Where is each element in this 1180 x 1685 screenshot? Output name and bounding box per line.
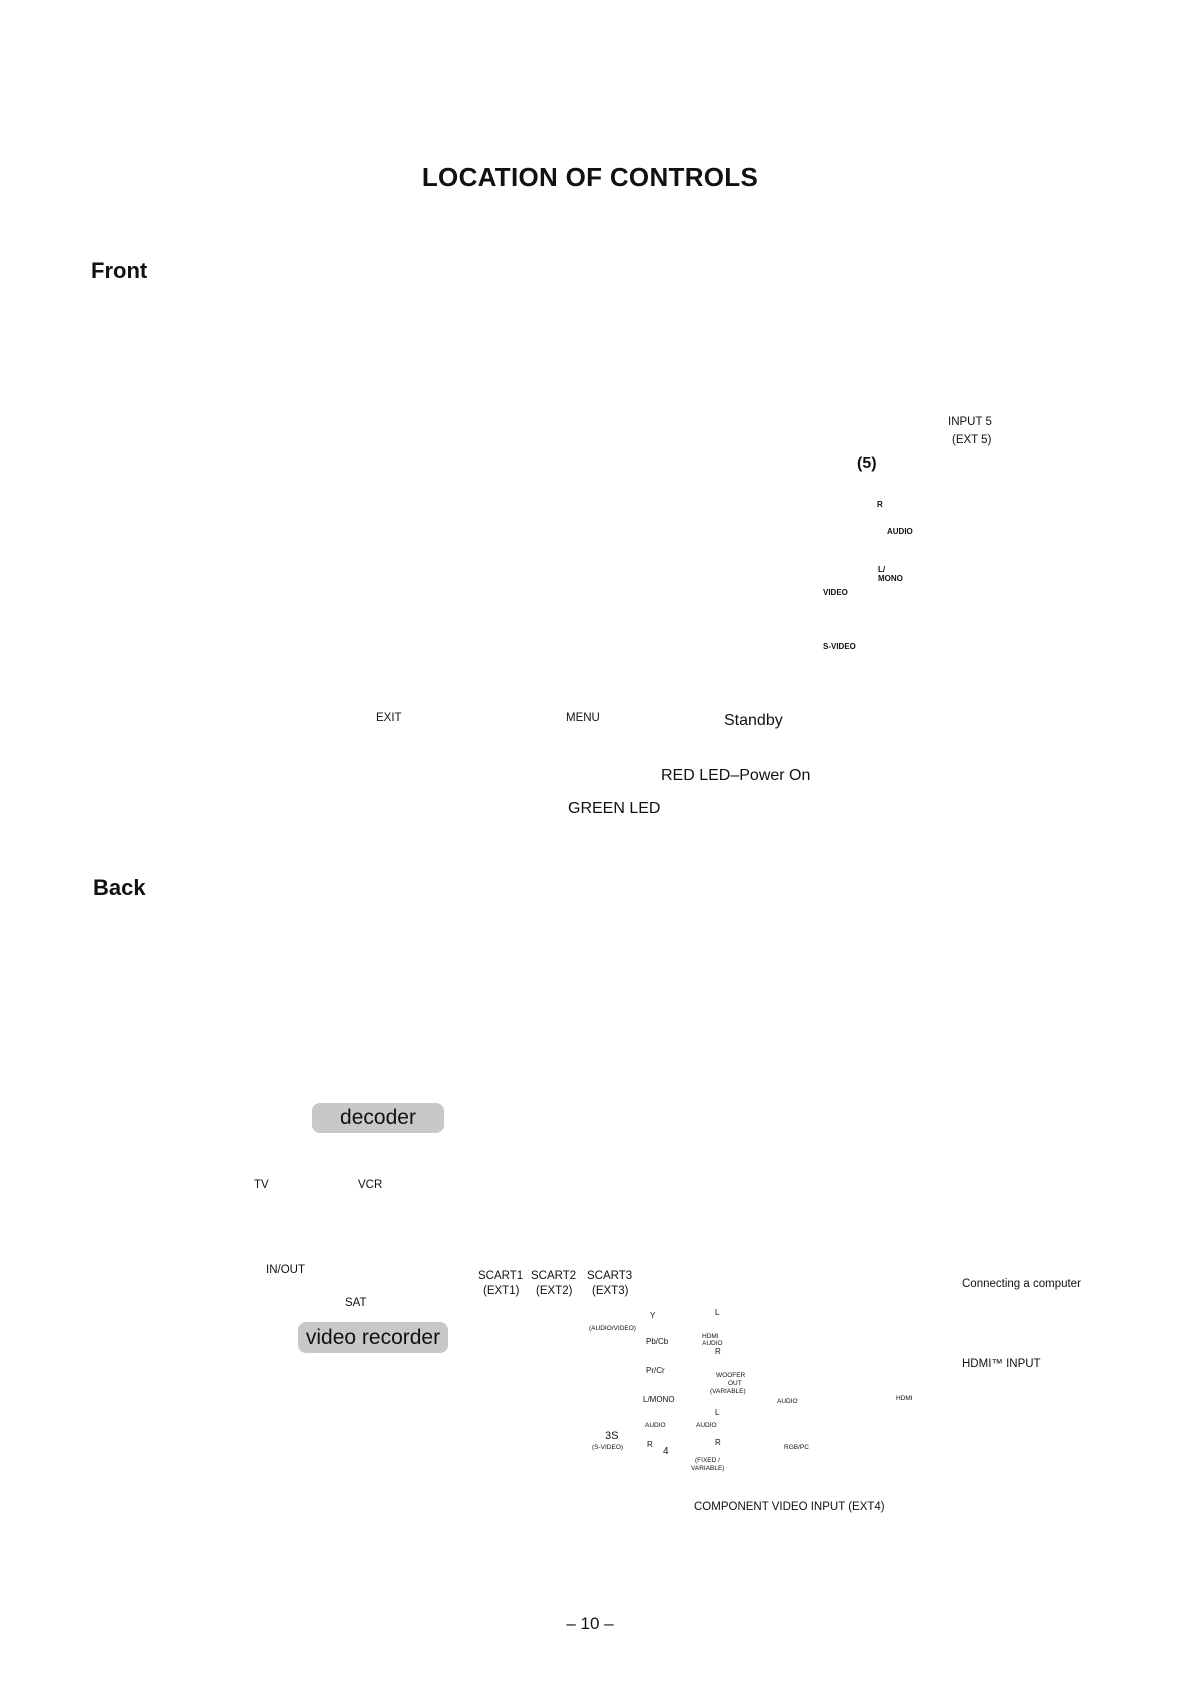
ext3s-sub: (S-VIDEO): [592, 1444, 624, 1451]
standby-callout: Standby: [724, 712, 783, 729]
hdmi-audio-2: AUDIO: [702, 1340, 723, 1347]
green-led-callout: GREEN LED: [568, 800, 661, 817]
scart2-ext: (EXT2): [536, 1285, 573, 1297]
scart1-ext: (EXT1): [483, 1285, 520, 1297]
scart3-ext: (EXT3): [592, 1285, 629, 1297]
side-audio-label: AUDIO: [887, 527, 913, 536]
rgbpc-label: RGB/PC: [784, 1444, 809, 1451]
ext3s-label: 3S: [605, 1430, 619, 1442]
computer-callout: Connecting a computer: [962, 1278, 1081, 1290]
page-number: – 10 –: [566, 1614, 614, 1633]
out-l-label-2: L: [715, 1408, 720, 1417]
decoder-tv-label: TV: [254, 1179, 269, 1191]
comp-lmono-label: L/MONO: [643, 1395, 675, 1404]
side-r-label: R: [877, 500, 883, 509]
out-audio-label: AUDIO: [696, 1422, 717, 1429]
out-r-label-2: R: [715, 1438, 721, 1447]
comp-num-label: 4: [663, 1446, 669, 1457]
vcr-sat-label: SAT: [345, 1297, 367, 1309]
component-callout: COMPONENT VIDEO INPUT (EXT4): [694, 1501, 885, 1513]
hdmi-port-label: HDMI: [896, 1395, 913, 1402]
side-mono-label: MONO: [878, 574, 903, 583]
comp-r-label: R: [647, 1440, 653, 1449]
scart3-label: SCART3: [587, 1270, 633, 1282]
input5-number: (5): [857, 455, 877, 472]
front-heading: Front: [91, 258, 148, 283]
page-title: LOCATION OF CONTROLS: [421, 162, 759, 192]
decoder-vcr-label: VCR: [358, 1179, 383, 1191]
menu-label: MENU: [566, 712, 600, 724]
comp-y-label: Y: [650, 1311, 656, 1320]
side-input-panel: [805, 379, 901, 711]
scart2-label: SCART2: [531, 1270, 577, 1282]
comp-audio-label: AUDIO: [645, 1422, 666, 1429]
hdmi-callout: HDMI™ INPUT: [962, 1358, 1041, 1370]
pc-audio-label: AUDIO: [777, 1398, 798, 1405]
ext5-label: (EXT 5): [952, 434, 992, 446]
hdmi-audio-1: HDMI: [702, 1333, 719, 1340]
antenna-icon: [117, 1057, 224, 1135]
red-led-callout: RED LED–Power On: [661, 767, 811, 784]
side-video-label: VIDEO: [823, 588, 848, 597]
comp-pr-label: Pr/Cr: [646, 1366, 665, 1375]
back-tv-illustration: [528, 980, 947, 1218]
fixed-2: VARIABLE): [691, 1465, 725, 1472]
side-l-label: L/: [878, 565, 886, 574]
decoder-label: decoder: [312, 1103, 444, 1133]
scart3-sub: (AUDIO/VIDEO): [589, 1325, 636, 1332]
out-l-label-1: L: [715, 1308, 720, 1317]
fixed-1: (FIXED /: [695, 1457, 720, 1464]
woofer-2: OUT: [728, 1380, 742, 1387]
front-tv-illustration: [291, 341, 713, 591]
side-svideo-label: S-VIDEO: [823, 642, 856, 651]
vcr-inout-label: IN/OUT: [266, 1264, 305, 1276]
input5-label: INPUT 5: [948, 416, 992, 428]
exit-label: EXIT: [376, 712, 402, 724]
connection-cables: [107, 1138, 909, 1532]
comp-pb-label: Pb/Cb: [646, 1337, 669, 1346]
video-recorder-label: video recorder: [298, 1322, 448, 1353]
out-r-label-1: R: [715, 1347, 721, 1356]
back-heading: Back: [93, 875, 146, 900]
woofer-3: (VARIABLE): [710, 1388, 746, 1395]
scart1-label: SCART1: [478, 1270, 524, 1282]
front-control-panel: [321, 657, 687, 739]
woofer-1: WOOFER: [716, 1372, 746, 1379]
